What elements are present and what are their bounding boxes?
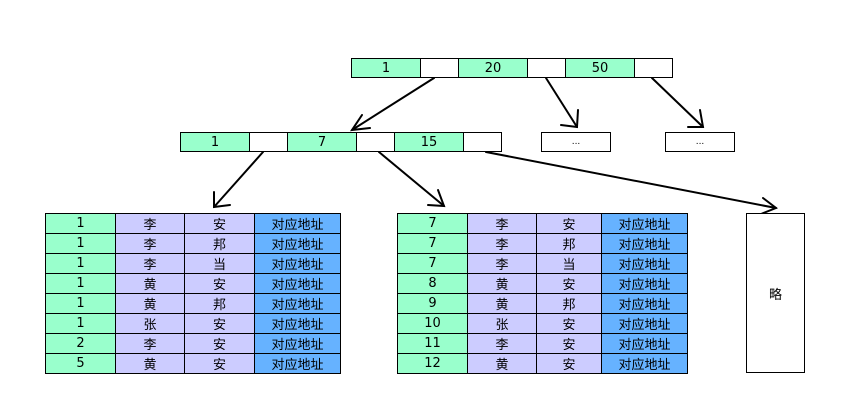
node-key-2: 7 — [287, 132, 357, 152]
omitted-leaf: 略 — [746, 213, 805, 373]
leaf-2-row-6-name-2: 安 — [536, 313, 602, 334]
leaf-1-row-3-name-2: 当 — [184, 253, 255, 274]
root-pointer-3 — [634, 58, 673, 78]
leaf-1-row-4-id: 1 — [45, 273, 116, 294]
arrow-node-to-leaf-2 — [378, 151, 446, 208]
leaf-1-row-6-id: 1 — [45, 313, 116, 334]
arrow-node-to-omitted-leaf — [485, 151, 779, 215]
leaf-1-row-3-address: 对应地址 — [254, 253, 341, 274]
leaf-1-row-8-id: 5 — [45, 353, 116, 374]
leaf-2-row-4-id: 8 — [397, 273, 468, 294]
leaf-1-row-2-name-2: 邦 — [184, 233, 255, 254]
leaf-2-row-8-name-1: 黄 — [467, 353, 537, 374]
root-pointer-1 — [420, 58, 459, 78]
leaf-1-row-8-address: 对应地址 — [254, 353, 341, 374]
leaf-2-row-3-id: 7 — [397, 253, 468, 274]
leaf-1-row-7-id: 2 — [45, 333, 116, 354]
leaf-2-row-4-address: 对应地址 — [601, 273, 688, 294]
leaf-2-row-8-address: 对应地址 — [601, 353, 688, 374]
arrow-root-to-node — [349, 77, 435, 132]
root-key-3: 50 — [565, 58, 635, 78]
leaf-2-row-2-name-2: 邦 — [536, 233, 602, 254]
leaf-2-row-8-name-2: 安 — [536, 353, 602, 374]
leaf-1-row-6-name-1: 张 — [115, 313, 185, 334]
leaf-1-row-7-name-1: 李 — [115, 333, 185, 354]
node-key-1: 1 — [180, 132, 250, 152]
leaf-1-row-5-address: 对应地址 — [254, 293, 341, 314]
leaf-1-row-6-address: 对应地址 — [254, 313, 341, 334]
leaf-2-row-1-name-1: 李 — [467, 213, 537, 234]
leaf-2-row-3-address: 对应地址 — [601, 253, 688, 274]
leaf-2-row-1-name-2: 安 — [536, 213, 602, 234]
leaf-1-row-5-id: 1 — [45, 293, 116, 314]
leaf-1-row-5-name-1: 黄 — [115, 293, 185, 314]
leaf-2-row-3-name-1: 李 — [467, 253, 537, 274]
ellipsis-node-1: ... — [541, 132, 611, 152]
node-pointer-1 — [249, 132, 288, 152]
root-key-1: 1 — [351, 58, 421, 78]
leaf-1-row-4-name-1: 黄 — [115, 273, 185, 294]
leaf-2-row-5-name-1: 黄 — [467, 293, 537, 314]
node-key-3: 15 — [394, 132, 464, 152]
leaf-1-row-3-name-1: 李 — [115, 253, 185, 274]
leaf-2-row-6-name-1: 张 — [467, 313, 537, 334]
leaf-2-row-7-address: 对应地址 — [601, 333, 688, 354]
node-pointer-2 — [356, 132, 395, 152]
leaf-1-row-5-name-2: 邦 — [184, 293, 255, 314]
leaf-1-row-2-address: 对应地址 — [254, 233, 341, 254]
leaf-2-row-7-id: 11 — [397, 333, 468, 354]
leaf-1-row-1-name-2: 安 — [184, 213, 255, 234]
leaf-1-row-2-name-1: 李 — [115, 233, 185, 254]
arrow-node-to-leaf-1 — [213, 151, 264, 209]
leaf-1-row-1-id: 1 — [45, 213, 116, 234]
node-pointer-3 — [463, 132, 502, 152]
arrow-root-to-ellipsis-2 — [651, 77, 705, 128]
arrow-root-to-ellipsis-1 — [545, 77, 579, 129]
leaf-2-row-8-id: 12 — [397, 353, 468, 374]
leaf-1-row-7-address: 对应地址 — [254, 333, 341, 354]
leaf-1-row-1-address: 对应地址 — [254, 213, 341, 234]
leaf-1-row-1-name-1: 李 — [115, 213, 185, 234]
leaf-1-row-8-name-2: 安 — [184, 353, 255, 374]
root-pointer-2 — [527, 58, 566, 78]
leaf-2-row-6-address: 对应地址 — [601, 313, 688, 334]
leaf-2-row-3-name-2: 当 — [536, 253, 602, 274]
leaf-2-row-6-id: 10 — [397, 313, 468, 334]
leaf-2-row-2-name-1: 李 — [467, 233, 537, 254]
leaf-2-row-2-address: 对应地址 — [601, 233, 688, 254]
leaf-2-row-1-id: 7 — [397, 213, 468, 234]
leaf-2-row-4-name-1: 黄 — [467, 273, 537, 294]
leaf-2-row-4-name-2: 安 — [536, 273, 602, 294]
leaf-1-row-2-id: 1 — [45, 233, 116, 254]
leaf-2-row-5-name-2: 邦 — [536, 293, 602, 314]
leaf-2-row-5-address: 对应地址 — [601, 293, 688, 314]
leaf-2-row-5-id: 9 — [397, 293, 468, 314]
leaf-1-row-8-name-1: 黄 — [115, 353, 185, 374]
leaf-1-row-7-name-2: 安 — [184, 333, 255, 354]
leaf-1-row-3-id: 1 — [45, 253, 116, 274]
leaf-1-row-6-name-2: 安 — [184, 313, 255, 334]
leaf-2-row-7-name-2: 安 — [536, 333, 602, 354]
leaf-2-row-7-name-1: 李 — [467, 333, 537, 354]
leaf-2-row-1-address: 对应地址 — [601, 213, 688, 234]
leaf-1-row-4-address: 对应地址 — [254, 273, 341, 294]
ellipsis-node-2: ... — [665, 132, 735, 152]
leaf-1-row-4-name-2: 安 — [184, 273, 255, 294]
leaf-2-row-2-id: 7 — [397, 233, 468, 254]
root-key-2: 20 — [458, 58, 528, 78]
